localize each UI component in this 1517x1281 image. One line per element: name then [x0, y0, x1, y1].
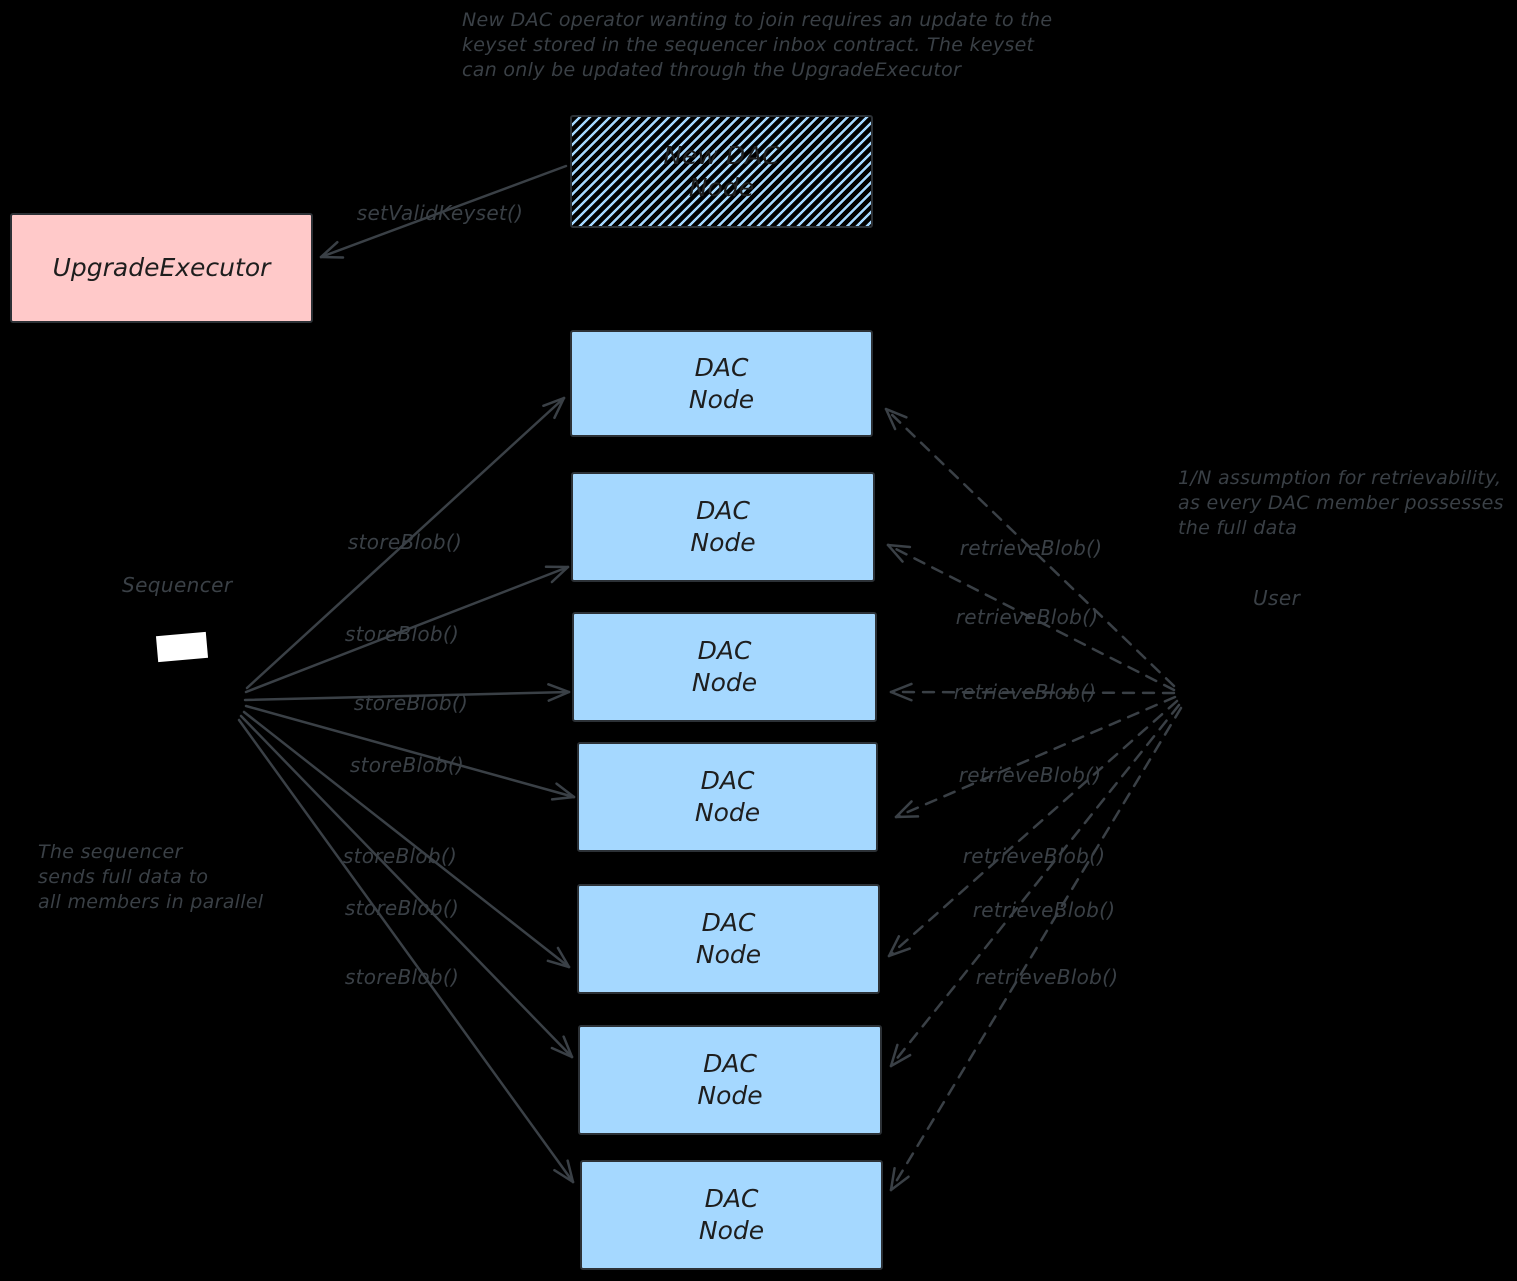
note-parallel-send: The sequencer sends full data to all mem…	[38, 841, 264, 913]
dac-node-box-4: DAC Node	[577, 742, 878, 852]
store-blob-label-1: storeBlob()	[347, 530, 463, 554]
sequencer-label: Sequencer	[122, 573, 233, 597]
retrieve-blob-arrow-2	[886, 543, 1176, 692]
store-blob-arrow-4	[244, 704, 576, 801]
retrieve-blob-arrow-4	[894, 695, 1177, 819]
user-label: User	[1253, 586, 1301, 610]
dac-node-box-6: DAC Node	[578, 1025, 882, 1135]
retrieve-blob-arrow-5	[887, 699, 1179, 958]
dac-node-box-1-label: DAC Node	[688, 352, 755, 414]
store-blob-label-3: storeBlob()	[353, 691, 469, 715]
retrieve-blob-label-5: retrieveBlob()	[962, 844, 1106, 868]
retrieve-blob-label-1: retrieveBlob()	[959, 536, 1103, 560]
retrieve-blob-arrow-6	[889, 703, 1181, 1068]
dac-node-box-3: DAC Node	[572, 612, 877, 722]
note-keyset-update: New DAC operator wanting to join require…	[462, 9, 1053, 81]
store-blob-arrow-1	[245, 396, 566, 690]
store-blob-label-7: storeBlob()	[344, 965, 460, 989]
upgrade-executor-box: UpgradeExecutor	[10, 213, 313, 323]
retrieve-blob-arrow-1	[884, 407, 1176, 688]
dac-node-box-2: DAC Node	[571, 472, 875, 582]
new-dac-node-box: New DAC Node	[570, 115, 873, 228]
retrieve-blob-arrow-7	[889, 706, 1183, 1192]
store-blob-label-4: storeBlob()	[349, 753, 465, 777]
retrieve-blob-label-6: retrieveBlob()	[972, 898, 1116, 922]
set-valid-keyset-label: setValidKeyset()	[356, 201, 524, 225]
dac-node-box-4-label: DAC Node	[694, 766, 761, 827]
new-dac-node-box-label: New DAC Node	[663, 140, 780, 202]
store-blob-label-6: storeBlob()	[344, 896, 460, 920]
store-blob-label-5: storeBlob()	[342, 844, 458, 868]
retrieve-blob-label-3: retrieveBlob()	[953, 680, 1097, 704]
retrieve-blob-arrow-3	[889, 682, 1176, 702]
dac-node-box-7-label: DAC Node	[698, 1184, 765, 1245]
retrieve-blob-label-7: retrieveBlob()	[975, 965, 1119, 989]
dac-node-box-6-label: DAC Node	[697, 1049, 763, 1110]
note-retrievability: 1/N assumption for retrievability, as ev…	[1178, 467, 1504, 539]
retrieve-blob-label-2: retrieveBlob()	[955, 605, 1099, 629]
dac-node-box-1: DAC Node	[570, 330, 873, 437]
store-blob-arrow-6	[239, 714, 574, 1059]
retrieve-blob-label-4: retrieveBlob()	[958, 763, 1102, 787]
store-blob-arrow-3	[243, 683, 571, 702]
store-blob-label-2: storeBlob()	[344, 622, 460, 646]
store-blob-arrow-5	[242, 710, 571, 969]
dac-node-box-5-label: DAC Node	[695, 908, 762, 969]
dac-node-box-7: DAC Node	[580, 1160, 883, 1270]
sequencer-icon	[155, 631, 209, 663]
store-blob-arrow-7	[237, 718, 575, 1184]
dac-node-box-2-label: DAC Node	[690, 496, 756, 557]
dac-node-box-5: DAC Node	[577, 884, 880, 994]
set-valid-keyset-arrow	[319, 164, 568, 259]
store-blob-arrow-2	[244, 565, 570, 694]
upgrade-executor-box-label: UpgradeExecutor	[52, 253, 271, 282]
dac-node-box-3-label: DAC Node	[691, 636, 758, 697]
